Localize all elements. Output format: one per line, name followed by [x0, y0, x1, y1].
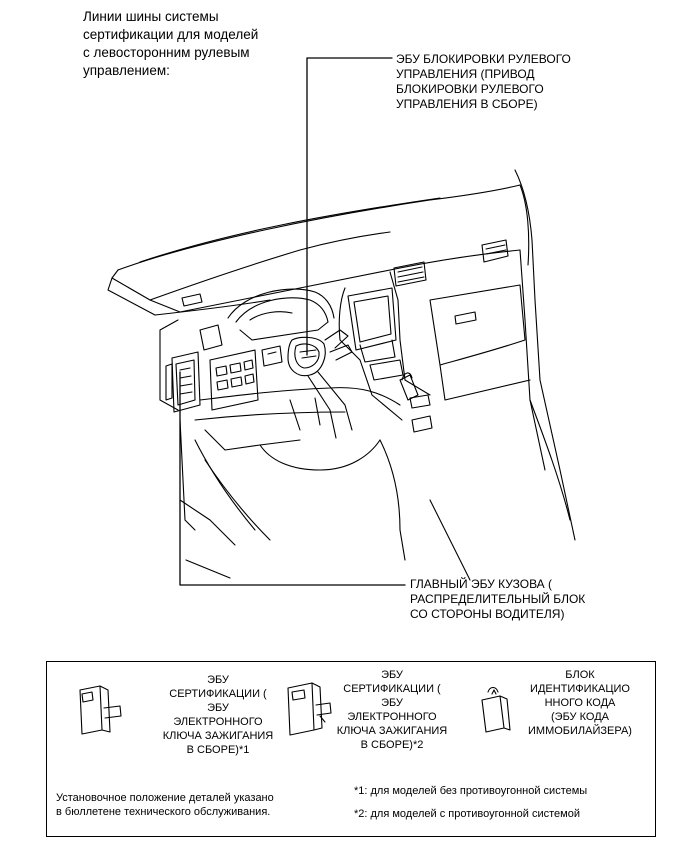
- main-body-ecu-shape: [165, 351, 201, 413]
- main-body-ecu-label: ГЛАВНЫЙ ЭБУ КУЗОВА ( РАСПРЕДЕЛИТЕЛЬНЫЙ Б…: [410, 577, 586, 621]
- certification-ecu-2-icon: [287, 682, 332, 736]
- dashboard-illustration: [107, 57, 576, 586]
- legend-note-1: *1: для моделей без противоугонной систе…: [354, 785, 588, 797]
- legend-item-certification-ecu-2: ЭБУ СЕРТИФИКАЦИИ ( ЭБУ ЭЛЕКТРОННОГО КЛЮЧ…: [336, 669, 448, 751]
- callout-leaders: [179, 57, 406, 586]
- identification-code-box-icon: [481, 686, 511, 733]
- legend-note-2: *2: для моделей с противоугонной системо…: [354, 808, 580, 820]
- steering-lock-ecu-label: ЭБУ БЛОКИРОВКИ РУЛЕВОГО УПРАВЛЕНИЯ (ПРИВ…: [396, 52, 571, 111]
- legend-item-identification-code-box: БЛОК ИДЕНТИФИКАЦИО ННОГО КОДА (ЭБУ КОДА …: [528, 669, 632, 737]
- legend-box: [46, 661, 656, 837]
- certification-ecu-1-icon: [79, 685, 122, 735]
- legend-note-installation: Установочное положение деталей указано в…: [56, 792, 274, 818]
- legend-item-certification-ecu-1: ЭБУ СЕРТИФИКАЦИИ ( ЭБУ ЭЛЕКТРОННОГО КЛЮЧ…: [162, 674, 274, 756]
- diagram-title: Линии шины системы сертификации для моде…: [83, 9, 259, 78]
